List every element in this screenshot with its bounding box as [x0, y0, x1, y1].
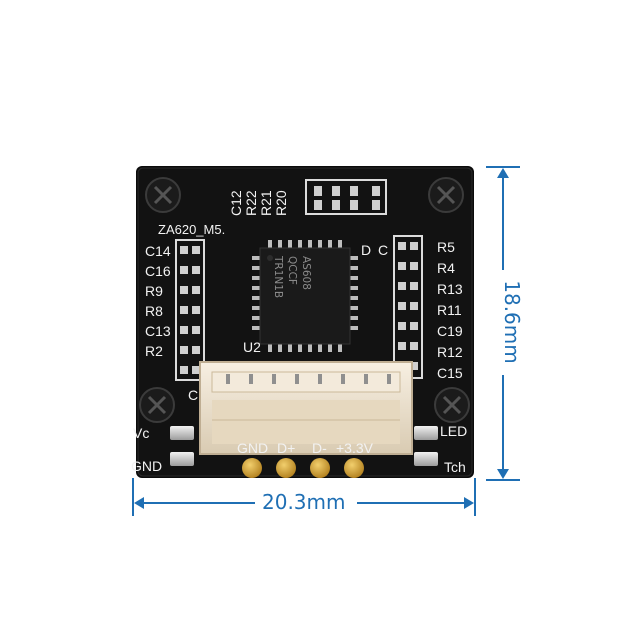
chip-line-3: TR1N1B: [272, 256, 284, 299]
right-label-c15: C15: [437, 365, 463, 381]
c-bottom-label: C: [188, 387, 199, 403]
width-dimension: [132, 478, 476, 516]
gold-pads: [242, 458, 364, 478]
left-label-c16: C16: [145, 263, 171, 279]
fpc-connector: [199, 361, 413, 455]
pin-label-gnd: GND: [237, 440, 269, 456]
right-label-r13: R13: [437, 281, 463, 297]
edge-label-vcc: Vc: [133, 425, 150, 441]
model-label: ZA620_M5.: [158, 222, 226, 237]
top-components: [305, 179, 387, 215]
d-label: D: [361, 242, 372, 258]
height-label: 18.6mm: [500, 280, 524, 364]
left-label-c13: C13: [145, 323, 171, 339]
left-label-r2: R2: [145, 343, 163, 359]
right-components: [393, 235, 423, 379]
right-label-r12: R12: [437, 344, 463, 360]
height-dimension: [486, 166, 520, 481]
edge-label-tch: Tch: [444, 459, 466, 475]
top-label-c12: C12: [228, 190, 244, 216]
side-pads: [170, 426, 438, 466]
right-label-c19: C19: [437, 323, 463, 339]
top-label-r22: R22: [243, 190, 259, 216]
c-label: C: [378, 242, 389, 258]
left-components: [175, 239, 205, 381]
screw-bottom-left: [139, 387, 175, 423]
pin-label-v33: +3.3V: [336, 440, 373, 456]
u2-label: U2: [243, 339, 261, 355]
left-label-c14: C14: [145, 243, 171, 259]
pin-label-dplus: D+: [277, 440, 296, 456]
right-label-r5: R5: [437, 239, 455, 255]
chip-line-2: QCCF: [286, 256, 298, 285]
top-label-r21: R21: [258, 190, 274, 216]
right-label-r11: R11: [437, 302, 462, 318]
screw-bottom-right: [434, 387, 470, 423]
left-label-r8: R8: [145, 303, 163, 319]
screw-top-right: [428, 177, 464, 213]
left-label-r9: R9: [145, 283, 163, 299]
pin-label-dminus: D-: [312, 440, 327, 456]
right-label-r4: R4: [437, 260, 455, 276]
screw-top-left: [145, 177, 181, 213]
top-label-r20: R20: [273, 190, 289, 216]
edge-label-gnd: GND: [131, 458, 163, 474]
chip-line-1: AS608: [300, 256, 312, 290]
main-chip: [252, 240, 358, 352]
width-label: 20.3mm: [262, 490, 346, 514]
edge-label-led: LED: [440, 423, 468, 439]
